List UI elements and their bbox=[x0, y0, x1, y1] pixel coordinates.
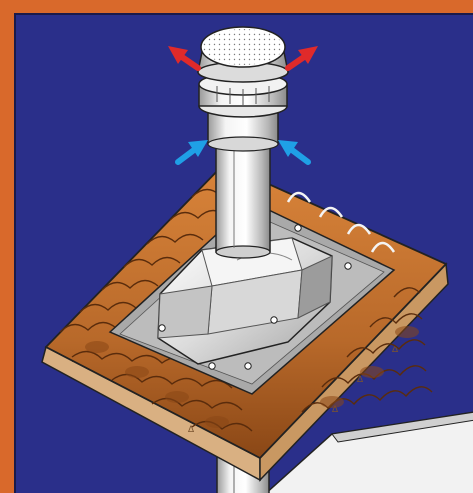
intake-arrow-left bbox=[175, 140, 208, 165]
roof-battens bbox=[286, 191, 396, 253]
flue-pipe bbox=[198, 72, 288, 259]
svg-text:∆: ∆ bbox=[187, 425, 195, 435]
ceiling-board bbox=[265, 411, 473, 493]
intake-arrow-right bbox=[278, 140, 311, 165]
svg-text:∆: ∆ bbox=[391, 345, 399, 355]
exhaust-arrow-right bbox=[285, 46, 318, 71]
diagram-panel: ∆ ∆ ∆ ∆ ∆ ∆ bbox=[14, 13, 473, 493]
flue-installation-diagram: ∆ ∆ ∆ ∆ ∆ ∆ bbox=[41, 26, 473, 493]
flue-terminal-cap bbox=[197, 26, 289, 83]
exhaust-arrow-left bbox=[168, 46, 201, 71]
svg-text:∆: ∆ bbox=[331, 405, 339, 415]
svg-text:∆: ∆ bbox=[356, 375, 364, 385]
